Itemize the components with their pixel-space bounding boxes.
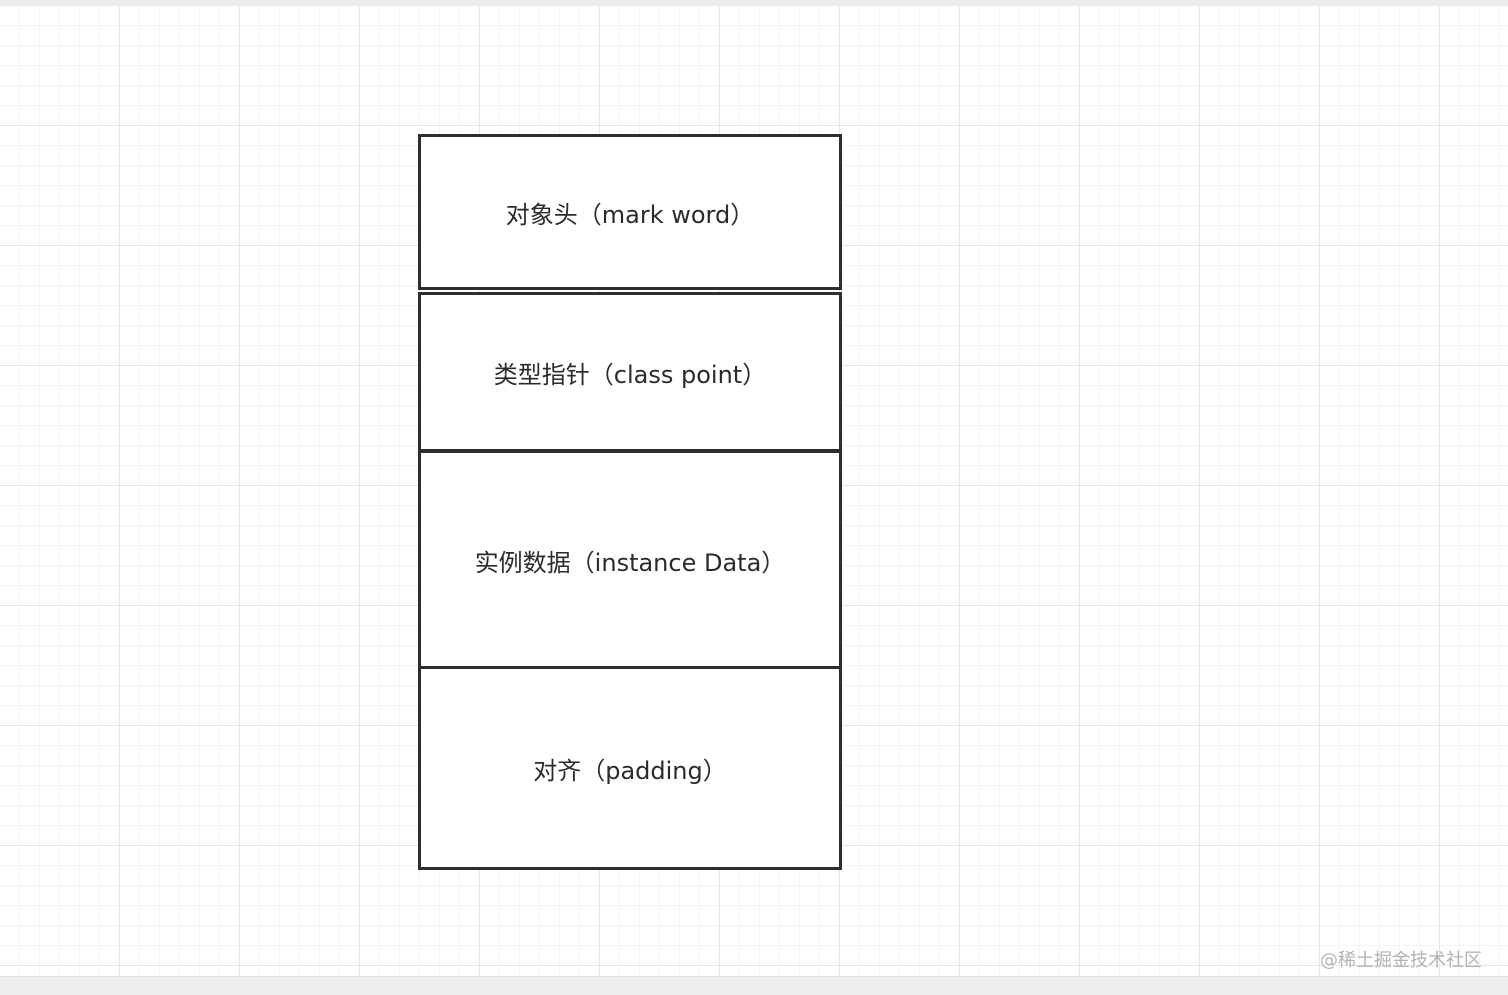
block-padding[interactable]: 对齐（padding） (418, 666, 842, 870)
block-label-instance-data: 实例数据（instance Data） (474, 548, 786, 577)
block-instance-data[interactable]: 实例数据（instance Data） (418, 450, 842, 670)
bottom-edge (0, 976, 1508, 995)
block-label-mark-word: 对象头（mark word） (505, 200, 755, 229)
block-mark-word[interactable]: 对象头（mark word） (418, 134, 842, 290)
watermark: @稀土掘金技术社区 (1320, 950, 1482, 971)
block-class-point[interactable]: 类型指针（class point） (418, 292, 842, 452)
block-label-padding: 对齐（padding） (533, 756, 727, 785)
top-edge (0, 0, 1508, 6)
block-label-class-point: 类型指针（class point） (493, 360, 767, 389)
